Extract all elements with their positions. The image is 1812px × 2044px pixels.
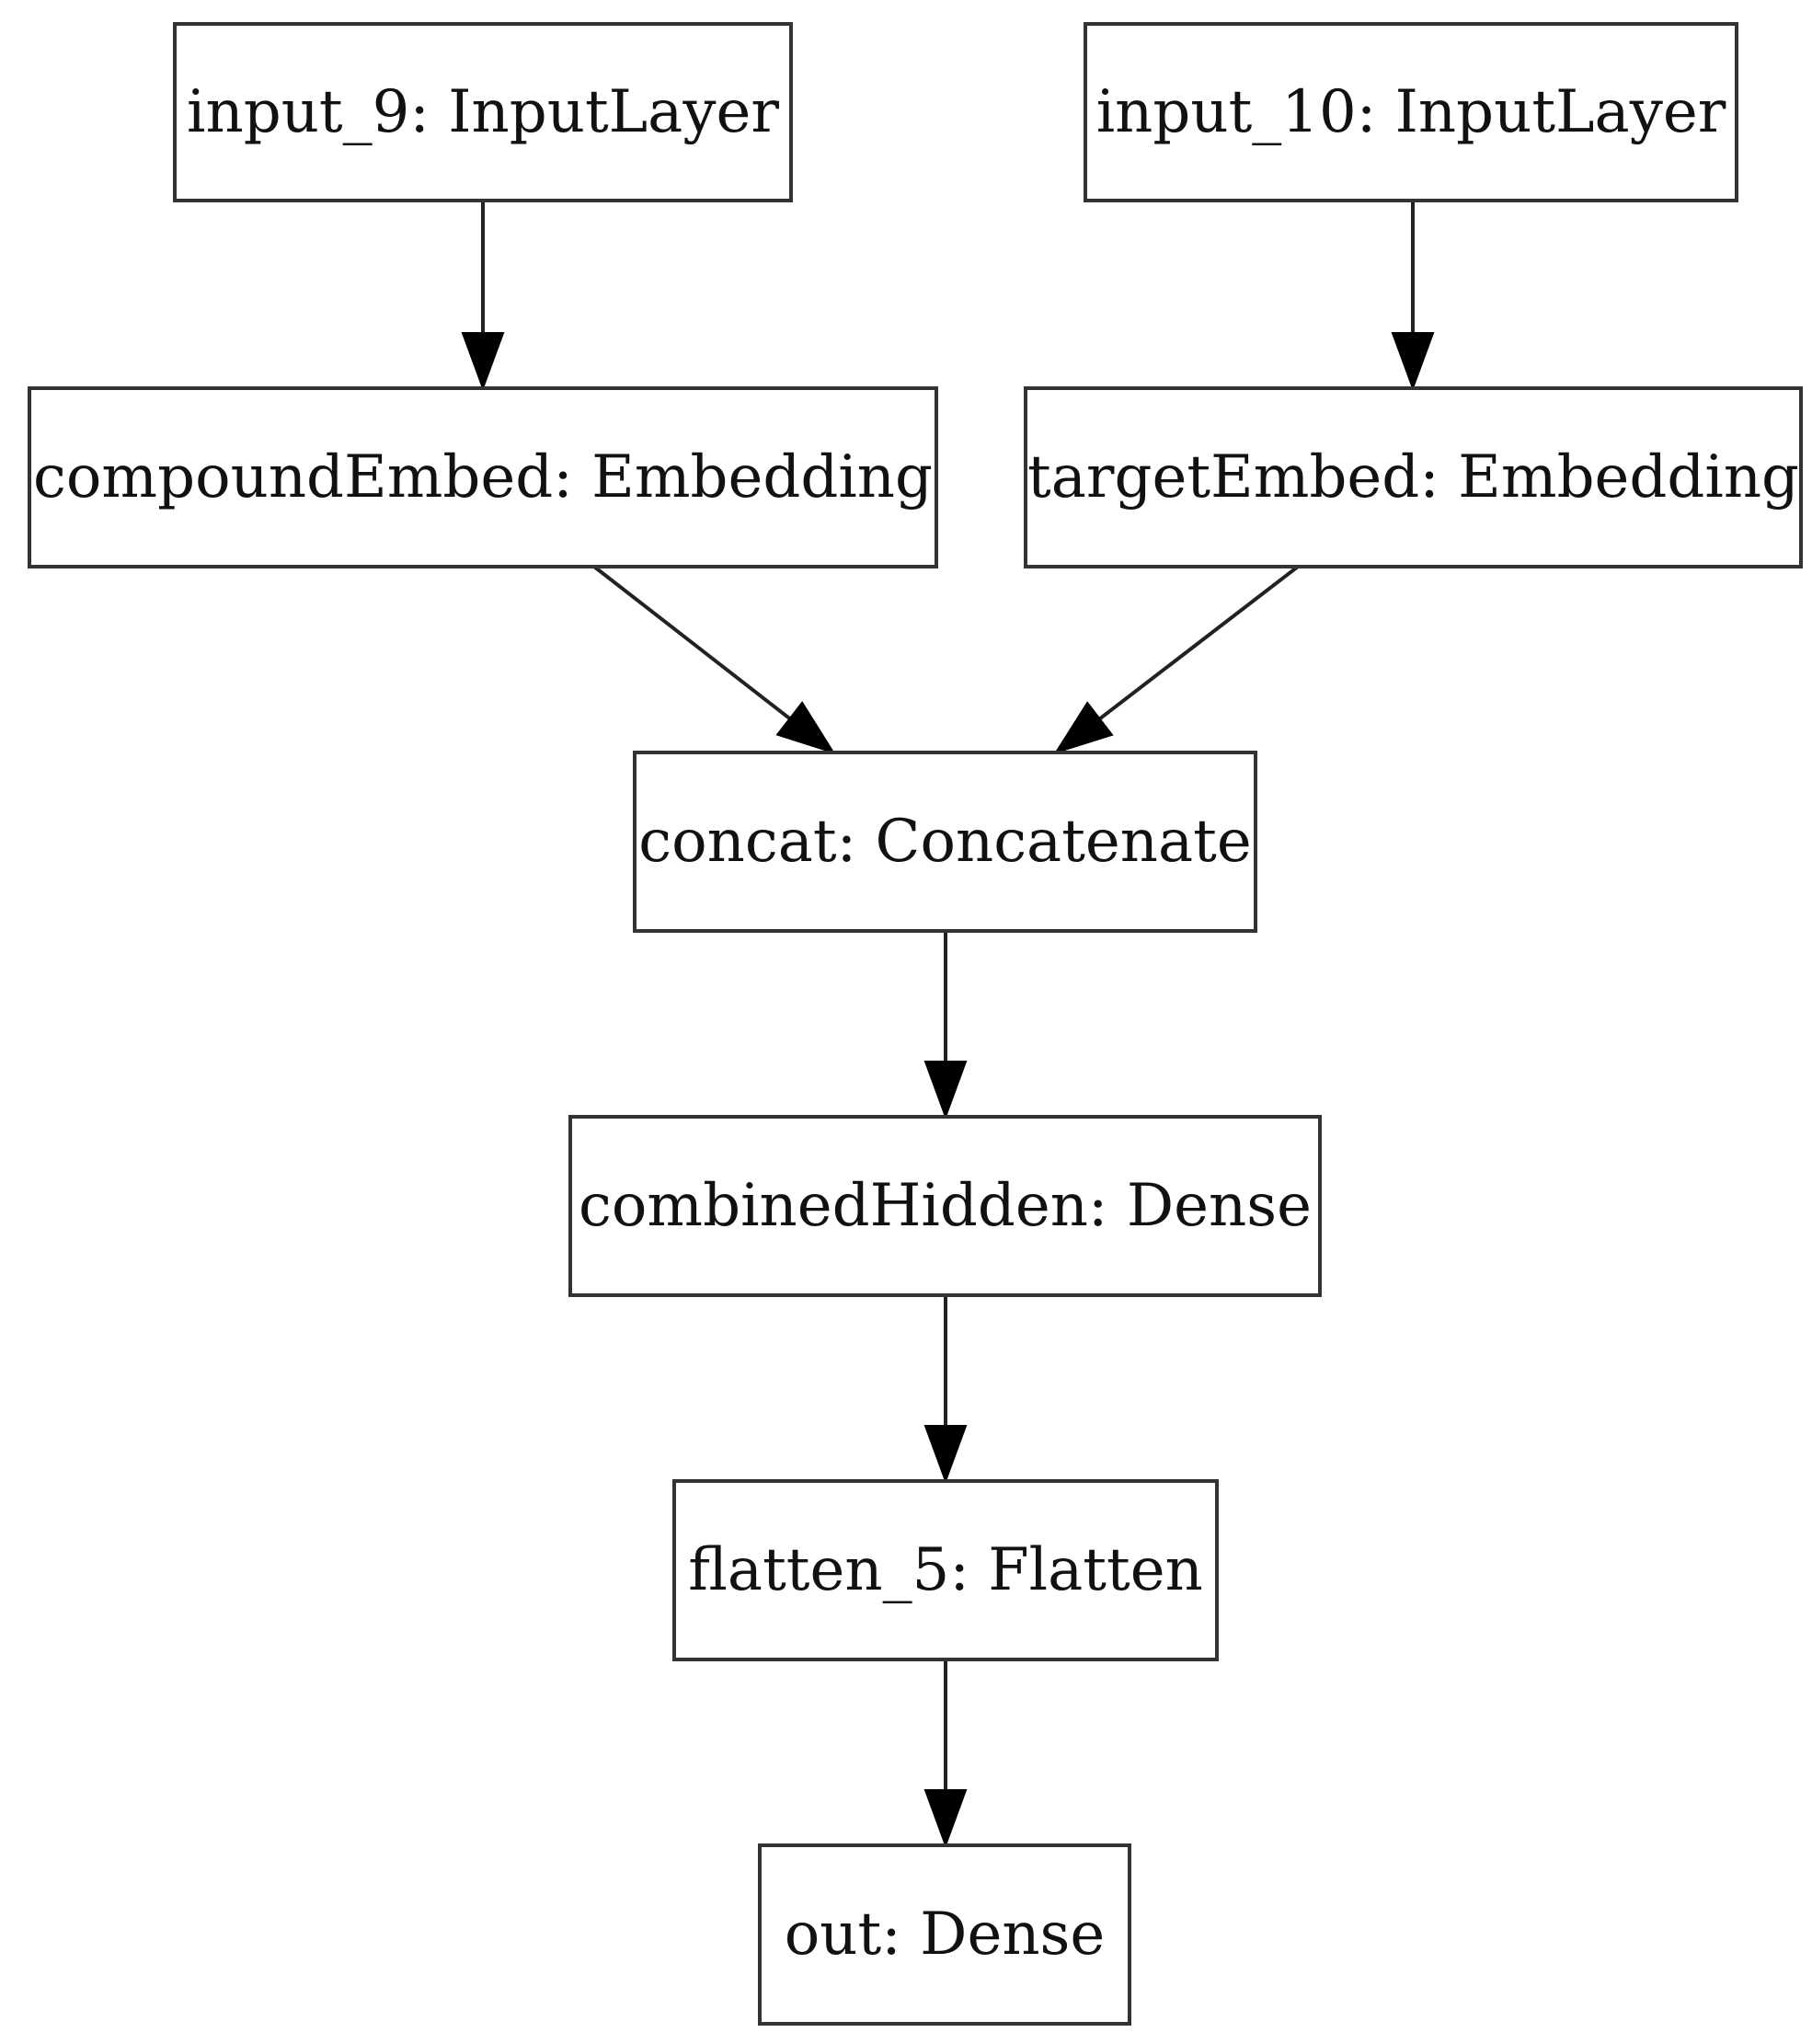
arrowhead-icon (461, 332, 505, 391)
edge-compoundEmbed-to-concat (592, 565, 836, 754)
arrowhead-icon (923, 1425, 968, 1484)
edge-concat-to-combinedHidden (923, 931, 968, 1120)
edge-flatten_5-to-out (923, 1659, 968, 1848)
node-concat: concat: Concatenate (633, 751, 1257, 933)
node-label-input_10: input_10: InputLayer (1096, 78, 1726, 146)
edge-combinedHidden-to-flatten_5 (923, 1295, 968, 1484)
node-label-compoundEmbed: compoundEmbed: Embedding (33, 443, 933, 511)
nodes-layer: input_9: InputLayer input_10: InputLayer c… (28, 22, 1803, 2026)
arrowhead-icon (775, 701, 836, 754)
node-label-flatten_5: flatten_5: Flatten (688, 1536, 1203, 1604)
node-combinedHidden: combinedHidden: Dense (568, 1115, 1322, 1297)
node-box-targetEmbed (1024, 386, 1803, 568)
arrowhead-icon (923, 1789, 968, 1848)
node-box-combinedHidden (568, 1115, 1322, 1297)
node-box-out (758, 1843, 1131, 2026)
node-targetEmbed: targetEmbed: Embedding (1024, 386, 1803, 568)
node-compoundEmbed: compoundEmbed: Embedding (28, 386, 938, 568)
edge-line-compoundEmbed-to-concat (592, 565, 791, 720)
node-flatten_5: flatten_5: Flatten (672, 1479, 1219, 1661)
node-box-compoundEmbed (28, 386, 938, 568)
arrowhead-icon (1391, 332, 1435, 391)
node-label-concat: concat: Concatenate (638, 808, 1252, 876)
edge-line-targetEmbed-to-concat (1098, 565, 1300, 721)
edge-input_9-to-compoundEmbed (461, 201, 505, 391)
edges-layer (461, 201, 1435, 1848)
node-input_10: input_10: InputLayer (1084, 22, 1738, 202)
arrowhead-icon (923, 1061, 968, 1120)
node-label-combinedHidden: combinedHidden: Dense (579, 1172, 1312, 1240)
node-box-flatten_5 (672, 1479, 1219, 1661)
node-label-targetEmbed: targetEmbed: Embedding (1027, 443, 1799, 511)
node-input_9: input_9: InputLayer (173, 22, 793, 202)
node-box-input_9 (173, 22, 793, 202)
node-box-concat (633, 751, 1257, 933)
node-label-input_9: input_9: InputLayer (187, 78, 779, 146)
arrowhead-icon (1053, 701, 1114, 754)
node-box-input_10 (1084, 22, 1738, 202)
edge-input_10-to-targetEmbed (1391, 201, 1435, 391)
edge-targetEmbed-to-concat (1053, 565, 1300, 754)
node-label-out: out: Dense (785, 1900, 1106, 1969)
node-out: out: Dense (758, 1843, 1131, 2026)
